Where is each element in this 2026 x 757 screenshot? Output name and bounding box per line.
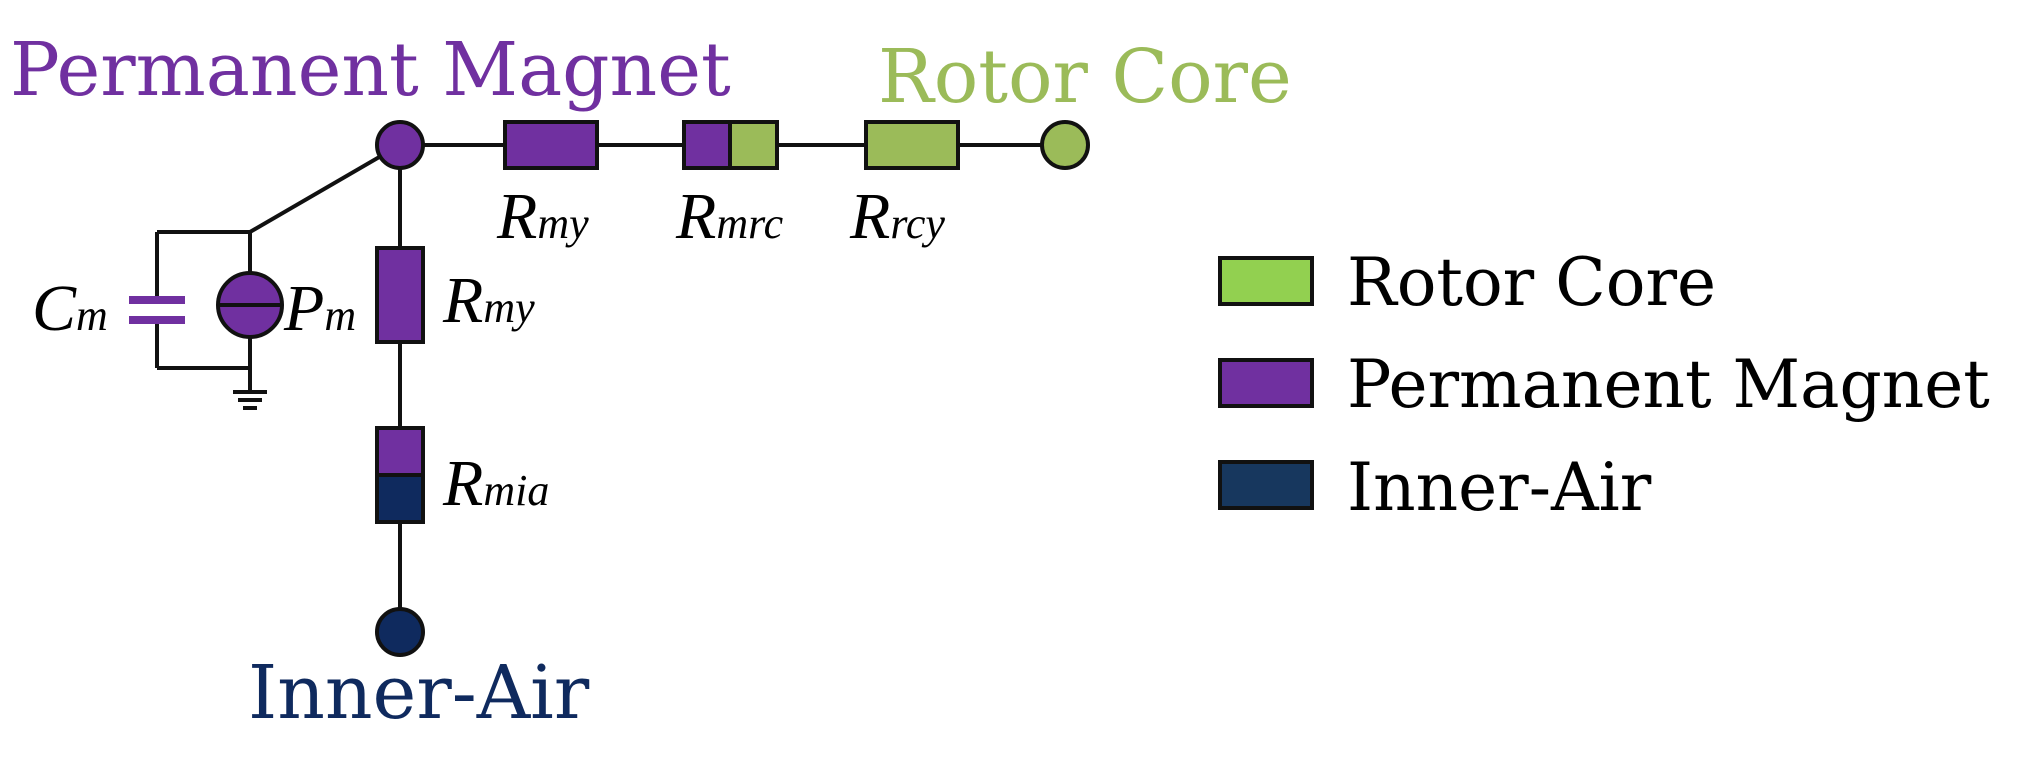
label-rmrc: Rmrc (675, 180, 784, 253)
legend-item-inner-air: Inner-Air (1218, 449, 1652, 526)
label-rmy-vertical: Rmy (442, 264, 535, 337)
rotor-core-node (1040, 120, 1090, 170)
label-rmia: Rmia (442, 447, 549, 520)
ground-icon (233, 390, 267, 410)
legend-item-permanent-magnet: Permanent Magnet (1218, 346, 1990, 423)
legend-swatch-inner-air (1218, 460, 1314, 510)
resistor-rrcy (864, 120, 960, 170)
permanent-magnet-node-title: Permanent Magnet (10, 27, 731, 113)
label-cm: Cm (32, 272, 108, 345)
resistor-rmy-horizontal (503, 120, 599, 170)
rotor-core-node-title: Rotor Core (878, 34, 1292, 120)
legend-swatch-permanent-magnet (1218, 358, 1314, 408)
resistor-rmia (375, 426, 425, 524)
label-rrcy: Rrcy (849, 180, 945, 253)
resistor-rmrc (682, 120, 779, 170)
heat-source-pm-icon (216, 271, 284, 339)
inner-air-node (375, 607, 425, 657)
legend-swatch-rotor-core (1218, 256, 1314, 306)
label-rmy-horizontal: Rmy (496, 180, 589, 253)
inner-air-node-title: Inner-Air (248, 650, 590, 736)
label-pm: Pm (283, 272, 356, 345)
permanent-magnet-node (375, 120, 425, 170)
legend-label-permanent-magnet: Permanent Magnet (1347, 346, 1990, 423)
resistor-rmy-vertical (375, 246, 425, 344)
wires (155, 143, 1045, 610)
legend-item-rotor-core: Rotor Core (1218, 244, 1716, 321)
legend: Rotor Core Permanent Magnet Inner-Air (1218, 244, 1990, 526)
capacitor-cm-icon (129, 296, 185, 324)
legend-label-rotor-core: Rotor Core (1347, 244, 1716, 321)
legend-label-inner-air: Inner-Air (1347, 449, 1652, 526)
